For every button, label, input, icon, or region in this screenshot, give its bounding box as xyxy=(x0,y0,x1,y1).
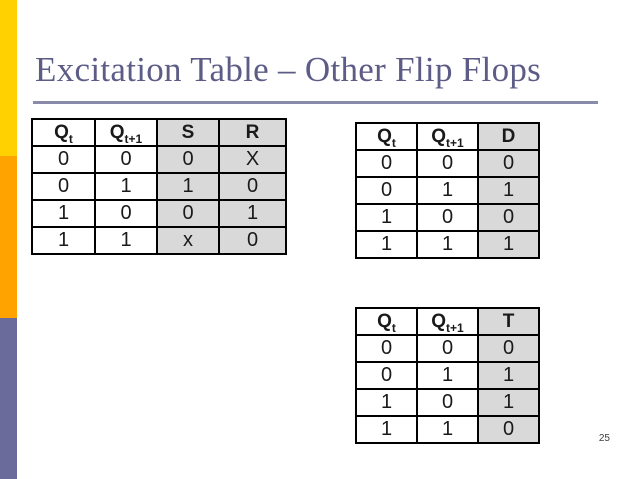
table-cell: 1 xyxy=(416,176,479,205)
table-cell: 0 xyxy=(31,145,96,174)
table-cell: X xyxy=(218,145,287,174)
table-cell: 0 xyxy=(416,149,479,178)
title-underline-rule xyxy=(33,101,598,104)
column-header-qtplus1: Qt+1 xyxy=(416,307,479,336)
table-cell: 0 xyxy=(355,334,418,363)
table-cell: 1 xyxy=(416,230,479,259)
table-cell: 0 xyxy=(31,172,96,201)
column-header-qtplus1: Qt+1 xyxy=(416,122,479,151)
table-cell: 0 xyxy=(477,149,540,178)
slide-title: Excitation Table – Other Flip Flops xyxy=(35,50,542,89)
table-cell: 1 xyxy=(31,199,96,228)
table-cell: 0 xyxy=(218,226,287,255)
column-header-s: S xyxy=(156,118,220,147)
column-header-r: R xyxy=(218,118,287,147)
table-cell: 0 xyxy=(416,388,479,417)
table-cell: 0 xyxy=(94,145,158,174)
table-cell: 1 xyxy=(477,388,540,417)
column-header-qt: Qt xyxy=(31,118,96,147)
table-cell: 0 xyxy=(416,203,479,232)
accent-bar-blue xyxy=(0,318,17,479)
table-cell: 1 xyxy=(355,388,418,417)
column-header-t: T xyxy=(477,307,540,336)
accent-bar-yellow xyxy=(0,0,17,156)
table-cell: 1 xyxy=(355,230,418,259)
table-cell: 1 xyxy=(477,361,540,390)
table-cell: 1 xyxy=(355,203,418,232)
table-cell: 1 xyxy=(156,172,220,201)
table-cell: 0 xyxy=(477,334,540,363)
table-cell: 1 xyxy=(416,415,479,444)
table-cell: 1 xyxy=(477,176,540,205)
table-cell: 0 xyxy=(477,203,540,232)
table-cell: 0 xyxy=(156,145,220,174)
column-header-qt: Qt xyxy=(355,122,418,151)
table-cell: 1 xyxy=(355,415,418,444)
table-cell: x xyxy=(156,226,220,255)
table-cell: 1 xyxy=(218,199,287,228)
table-cell: 1 xyxy=(31,226,96,255)
table-cell: 0 xyxy=(156,199,220,228)
accent-bar-orange xyxy=(0,156,17,318)
table-cell: 0 xyxy=(477,415,540,444)
table-cell: 0 xyxy=(218,172,287,201)
table-cell: 0 xyxy=(94,199,158,228)
column-header-qtplus1: Qt+1 xyxy=(94,118,158,147)
table-cell: 1 xyxy=(416,361,479,390)
table-cell: 0 xyxy=(355,361,418,390)
table-cell: 0 xyxy=(416,334,479,363)
table-cell: 1 xyxy=(477,230,540,259)
table-cell: 1 xyxy=(94,226,158,255)
table-cell: 0 xyxy=(355,176,418,205)
column-header-qt: Qt xyxy=(355,307,418,336)
table-cell: 1 xyxy=(94,172,158,201)
table-cell: 0 xyxy=(355,149,418,178)
page-number: 25 xyxy=(598,433,610,444)
column-header-d: D xyxy=(477,122,540,151)
